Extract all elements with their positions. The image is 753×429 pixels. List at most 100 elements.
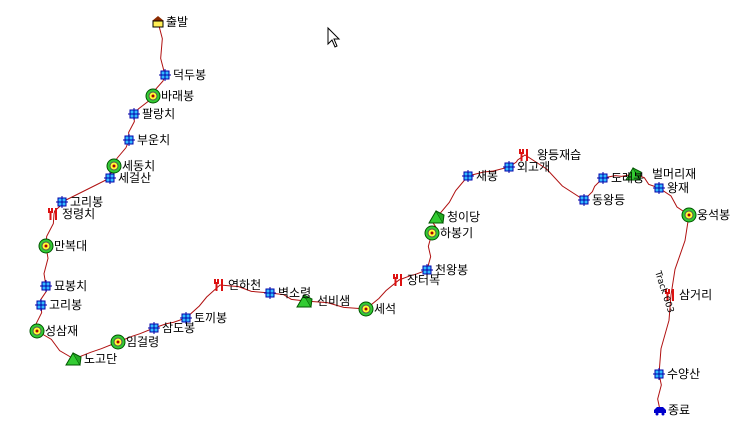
crosshair-icon bbox=[264, 287, 276, 299]
crosshair-icon bbox=[421, 264, 433, 276]
waypoint-label: 동왕등 bbox=[592, 193, 625, 207]
crosshair-icon bbox=[653, 368, 665, 380]
waypoint-label: 덕두봉 bbox=[173, 68, 206, 82]
summit-icon bbox=[145, 88, 161, 104]
waypoint-label: 하봉기 bbox=[440, 226, 473, 240]
waypoint[interactable] bbox=[653, 182, 665, 194]
waypoint[interactable] bbox=[681, 207, 697, 223]
waypoint[interactable] bbox=[123, 134, 135, 146]
summit-icon bbox=[681, 207, 697, 223]
waypoint[interactable] bbox=[462, 170, 474, 182]
waypoint[interactable] bbox=[145, 88, 161, 104]
waypoint-label: 성삼재 bbox=[45, 324, 78, 338]
crosshair-icon bbox=[40, 280, 52, 292]
crosshair-icon bbox=[35, 299, 47, 311]
waypoint-label: 선비샘 bbox=[317, 294, 350, 308]
waypoint-label: 왕등재습 bbox=[537, 148, 581, 162]
waypoint[interactable] bbox=[40, 280, 52, 292]
waypoint[interactable] bbox=[152, 16, 164, 28]
waypoint[interactable] bbox=[424, 225, 440, 241]
waypoint[interactable] bbox=[665, 289, 674, 301]
waypoint-labels: 출발덕두봉바래봉팔랑치부운치세동치세걸산고리봉정령치만복대묘봉치고리봉성삼재노고… bbox=[45, 15, 730, 417]
waypoint-label: 수양산 bbox=[667, 367, 700, 381]
tent-icon bbox=[428, 210, 445, 224]
summit-icon bbox=[358, 301, 374, 317]
summit-icon bbox=[424, 225, 440, 241]
waypoint-label: 고리봉 bbox=[49, 298, 82, 312]
restaurant-icon bbox=[519, 149, 528, 161]
waypoint[interactable] bbox=[625, 167, 642, 181]
summit-icon bbox=[110, 334, 126, 350]
waypoint-icons[interactable] bbox=[29, 16, 697, 416]
waypoint-label: 왕재 bbox=[667, 181, 689, 195]
waypoint[interactable] bbox=[428, 210, 445, 224]
waypoint[interactable] bbox=[180, 312, 192, 324]
waypoint-label: 외고개 bbox=[517, 160, 550, 174]
waypoint[interactable] bbox=[110, 334, 126, 350]
restaurant-icon bbox=[48, 208, 57, 220]
waypoint[interactable] bbox=[29, 323, 45, 339]
waypoint-label: 노고단 bbox=[84, 352, 117, 366]
restaurant-icon bbox=[214, 279, 223, 291]
crosshair-icon bbox=[180, 312, 192, 324]
waypoint-label: 삼거리 bbox=[679, 288, 712, 302]
crosshair-icon bbox=[128, 108, 140, 120]
waypoint[interactable] bbox=[654, 407, 666, 416]
waypoint[interactable] bbox=[35, 299, 47, 311]
waypoint-label: 만복대 bbox=[54, 239, 87, 253]
house-icon bbox=[152, 16, 164, 28]
waypoint-label: 삼도봉 bbox=[162, 321, 195, 335]
waypoint-label: 세석 bbox=[374, 302, 396, 316]
waypoint[interactable] bbox=[296, 294, 313, 308]
waypoint[interactable] bbox=[128, 108, 140, 120]
summit-icon bbox=[38, 238, 54, 254]
waypoint-label: 연하천 bbox=[228, 277, 261, 292]
waypoint[interactable] bbox=[578, 194, 590, 206]
restaurant-icon bbox=[393, 274, 402, 286]
summit-icon bbox=[106, 158, 122, 174]
waypoint-label: 청이당 bbox=[447, 210, 480, 224]
waypoint[interactable] bbox=[421, 264, 433, 276]
waypoint-label: 묘봉치 bbox=[54, 279, 87, 293]
waypoint[interactable] bbox=[104, 172, 116, 184]
waypoint-label: 임걸령 bbox=[126, 335, 159, 349]
waypoint[interactable] bbox=[48, 208, 57, 220]
waypoint-label: 웅석봉 bbox=[697, 208, 730, 222]
crosshair-icon bbox=[597, 172, 609, 184]
waypoint[interactable] bbox=[653, 368, 665, 380]
waypoint[interactable] bbox=[65, 352, 82, 366]
crosshair-icon bbox=[159, 69, 171, 81]
waypoint-label: 부운치 bbox=[137, 133, 170, 147]
waypoint[interactable] bbox=[106, 158, 122, 174]
tent-icon bbox=[296, 294, 313, 308]
mouse-cursor-icon bbox=[327, 26, 341, 48]
tent-icon bbox=[625, 167, 642, 181]
waypoint-label: 고리봉 bbox=[70, 195, 103, 209]
waypoint[interactable] bbox=[597, 172, 609, 184]
crosshair-icon bbox=[462, 170, 474, 182]
waypoint[interactable] bbox=[358, 301, 374, 317]
waypoint[interactable] bbox=[503, 161, 515, 173]
waypoint[interactable] bbox=[159, 69, 171, 81]
crosshair-icon bbox=[578, 194, 590, 206]
waypoint[interactable] bbox=[38, 238, 54, 254]
waypoint[interactable] bbox=[393, 274, 402, 286]
waypoint[interactable] bbox=[519, 149, 528, 161]
waypoint-label: 벌머리재 bbox=[652, 167, 696, 181]
waypoint[interactable] bbox=[214, 279, 223, 291]
crosshair-icon bbox=[123, 134, 135, 146]
waypoint-label: 세동치 bbox=[122, 159, 155, 173]
waypoint-label: 천왕봉 bbox=[435, 262, 468, 277]
crosshair-icon bbox=[653, 182, 665, 194]
track-line[interactable] bbox=[35, 21, 690, 411]
tent-icon bbox=[65, 352, 82, 366]
waypoint-label: 종료 bbox=[668, 403, 690, 417]
waypoint-label: 새봉 bbox=[476, 169, 498, 183]
crosshair-icon bbox=[104, 172, 116, 184]
waypoint[interactable] bbox=[264, 287, 276, 299]
waypoint[interactable] bbox=[56, 196, 68, 208]
waypoint[interactable] bbox=[148, 322, 160, 334]
waypoint-label: 벽소령 bbox=[278, 286, 311, 300]
